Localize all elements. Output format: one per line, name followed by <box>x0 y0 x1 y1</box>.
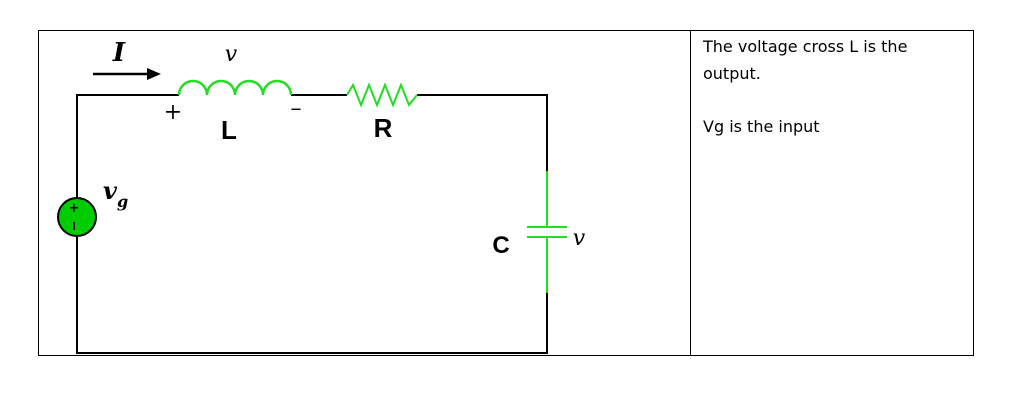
wire-top-left <box>76 94 179 225</box>
source-label-sub: g <box>117 192 128 211</box>
layout-table: I v + – L R + vg <box>38 30 974 356</box>
resistor-label: R <box>374 113 393 143</box>
capacitor-label: C <box>492 232 509 259</box>
circuit-cell: I v + – L R + vg <box>39 31 691 355</box>
inductor-coil <box>177 79 293 96</box>
source-label: vg <box>103 176 128 211</box>
current-label: I <box>112 38 126 68</box>
inductor-label: L <box>221 115 237 145</box>
capacitor-voltage-label: v <box>573 226 586 251</box>
inductor-minus-sign: – <box>291 96 302 121</box>
current-arrow <box>93 68 161 80</box>
wires <box>76 94 548 354</box>
circuit-diagram: I v + – L R + vg <box>57 38 586 354</box>
voltage-source: + <box>57 197 97 237</box>
inductor-plus-sign: + <box>164 100 182 125</box>
inductor-voltage-label: v <box>225 42 238 67</box>
svg-text:+: + <box>69 201 80 216</box>
wire-bottom <box>76 237 548 354</box>
resistor-zigzag <box>346 82 418 108</box>
wire-top-right <box>417 94 548 171</box>
input-note: Vg is the input <box>703 117 820 136</box>
output-note: The voltage cross L is the output. <box>703 37 908 83</box>
notes-cell: The voltage cross L is the output. Vg is… <box>691 31 973 355</box>
capacitor <box>527 171 567 293</box>
source-label-main: v <box>103 176 118 205</box>
